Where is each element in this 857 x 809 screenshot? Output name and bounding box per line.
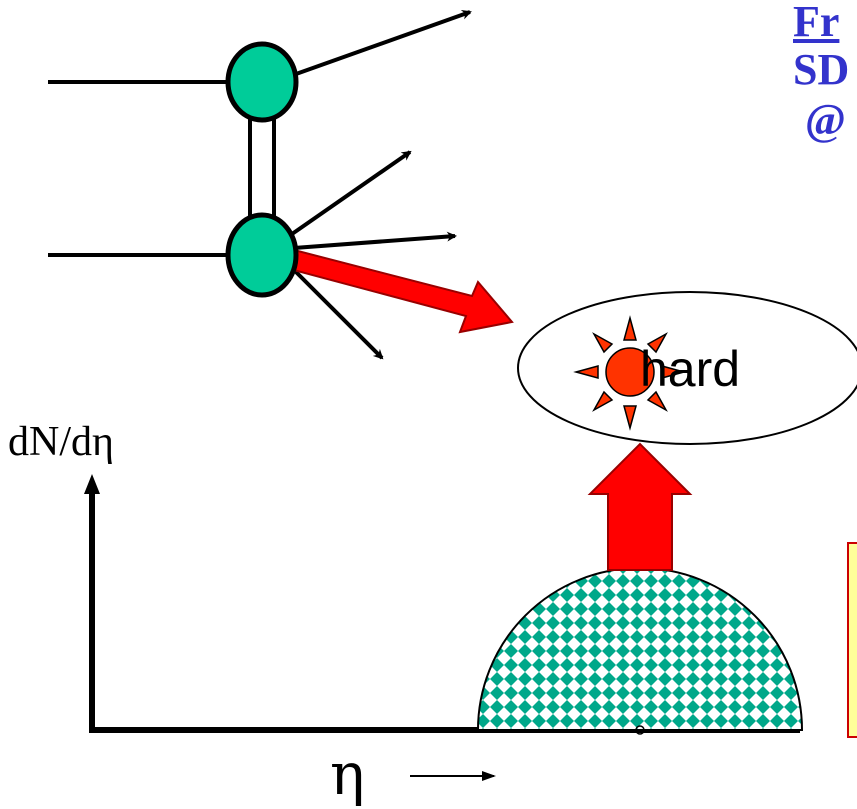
lower-vertex (225, 212, 299, 298)
dome-to-hard-arrow (587, 442, 693, 571)
outgoing-particle-arrow-1 (290, 150, 412, 236)
slide-title-line-3: @ (805, 95, 846, 144)
slide-title-line-2: SD (793, 45, 850, 94)
distribution-dome (476, 567, 804, 731)
hard-process-ellipse (517, 291, 857, 445)
outgoing-proton-arrow (295, 9, 472, 76)
x-axis-label: η (330, 740, 365, 808)
dome-center-mark (635, 725, 645, 735)
y-axis-label: dN/dη (8, 419, 114, 465)
note-box (847, 542, 857, 738)
slide-title-line-1: Fr (793, 0, 840, 46)
y-axis-arrowhead (84, 474, 100, 494)
x-direction-arrowhead (482, 771, 496, 781)
upper-vertex (225, 41, 299, 123)
hard-process-label: hard (640, 341, 741, 397)
sun-icon (573, 315, 687, 431)
outgoing-particle-arrow-3 (288, 264, 384, 360)
hard-process-arrow (284, 248, 514, 334)
outgoing-particle-arrow-2 (293, 231, 457, 250)
